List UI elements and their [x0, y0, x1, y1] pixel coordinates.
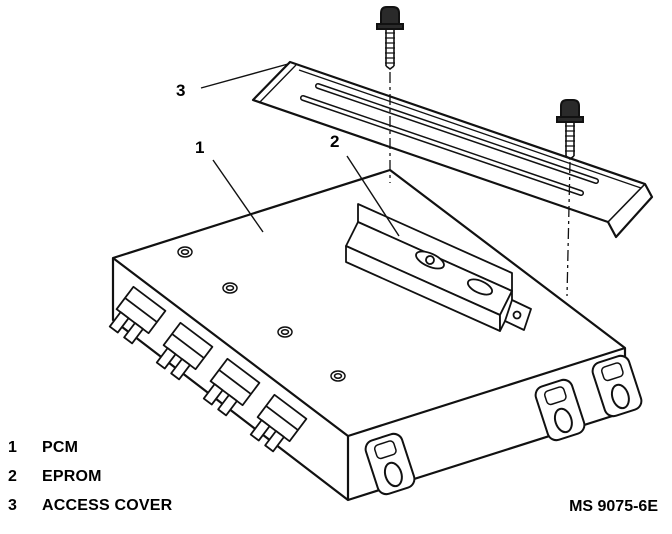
eprom-hole [466, 278, 494, 296]
parts-legend: 1 PCM 2 EPROM 3 ACCESS COVER [8, 438, 172, 525]
rivet-dome-icons [177, 246, 346, 382]
leader-line-2 [346, 155, 400, 237]
leader-lines [200, 63, 400, 237]
leader-line-3 [200, 63, 289, 89]
screw-2-centerline [566, 161, 571, 297]
legend-item-number: 2 [8, 468, 17, 485]
access-cover-drawing [251, 60, 654, 239]
legend-item-eprom: 2 EPROM [8, 467, 172, 486]
callout-2-eprom: 2 [330, 132, 340, 151]
screw-2-drawing [556, 99, 584, 297]
legend-item-label: ACCESS COVER [42, 497, 173, 514]
callout-1-pcm: 1 [195, 138, 205, 157]
screw-1-drawing [376, 6, 404, 183]
pcm-body-drawing [108, 168, 643, 502]
eprom-hole [415, 250, 445, 270]
leader-line-1 [212, 159, 264, 233]
legend-item-pcm: 1 PCM [8, 438, 172, 457]
mounting-tabs-drawing [364, 354, 643, 496]
callout-3-access-cover: 3 [176, 81, 186, 100]
eprom-bracket-drawing [345, 203, 532, 332]
mounting-tab [534, 378, 586, 442]
legend-item-number: 3 [8, 497, 17, 514]
figure-code: MS 9075-6E [569, 498, 658, 515]
legend-item-access-cover: 3 ACCESS COVER [8, 496, 172, 515]
mounting-tab [591, 354, 643, 418]
mounting-tab [364, 432, 416, 496]
legend-item-number: 1 [8, 439, 17, 456]
legend-item-label: PCM [42, 439, 79, 456]
connector-blocks-drawing [108, 285, 308, 453]
legend-item-label: EPROM [42, 468, 102, 485]
